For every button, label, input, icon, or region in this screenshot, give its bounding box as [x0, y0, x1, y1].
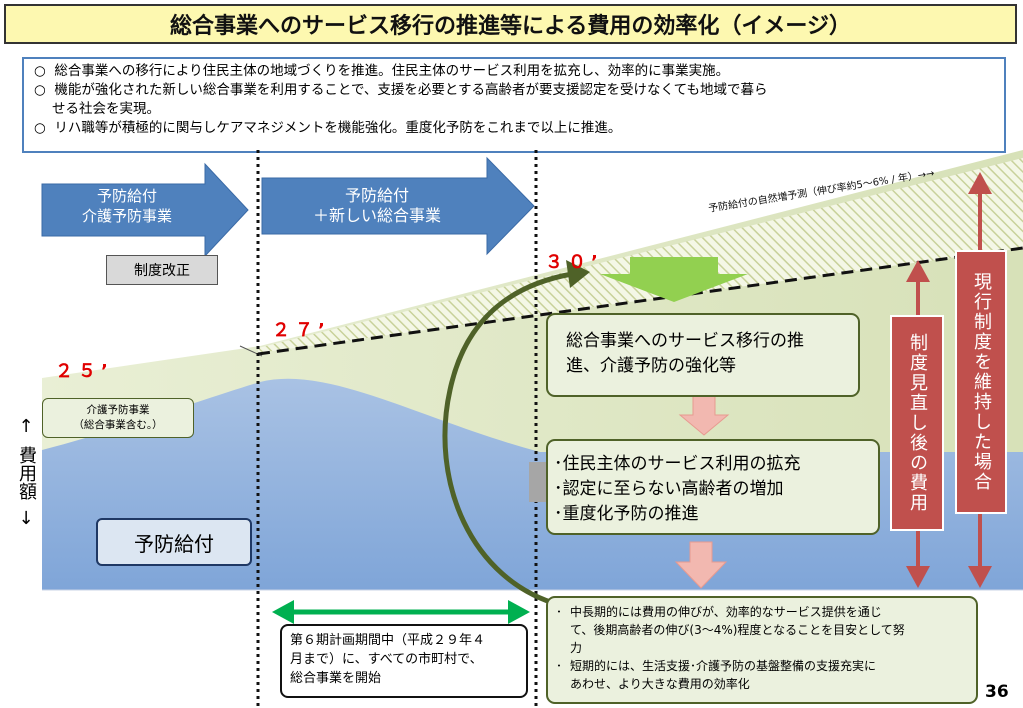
trend-line: [257, 246, 1023, 356]
notes-box: ･ 中長期的には費用の伸びが、効率的なサービス提供を通じ て、後期高齢者の伸び(…: [546, 596, 978, 704]
year-27: ２７’: [272, 320, 330, 341]
arrow-right: [261, 156, 535, 256]
shadow-block: [529, 462, 547, 502]
pink-arrow-1: [678, 394, 730, 436]
trend-hatch-band: [258, 158, 1023, 353]
year-30: ３０’: [545, 252, 603, 273]
arrow-left: [41, 162, 249, 258]
intro-text-1: 総合事業への移行により住民主体の地域づくりを推進。住民主体のサービス利用を拡充し…: [54, 63, 730, 79]
page-title: 総合事業へのサービス移行の推進等による費用の効率化（イメージ）: [4, 4, 1017, 44]
curved-arrow: [442, 271, 573, 608]
intro-line-3: ○ リハ職等が積極的に関与しケアマネジメントを機能強化。重度化予防をこれまで以上…: [34, 119, 994, 138]
reform-label: 制度改正: [106, 255, 218, 285]
cost-axis: ↑ 費用額 ↓: [14, 416, 38, 530]
note-1: ･ 中長期的には費用の伸びが、効率的なサービス提供を通じ て、後期高齢者の伸び(…: [556, 605, 905, 655]
reduction-arrow: [600, 257, 748, 302]
axis-up-arrow: ↑: [18, 416, 34, 437]
axis-label: 費用額: [16, 446, 37, 500]
bullet: ○: [34, 63, 46, 79]
note-2: ･ 短期的には、生活支援･介護予防の基盤整備の支援充実に あわせ、より大きな費用…: [556, 659, 877, 691]
prevention-program-box: 介護予防事業 （総合事業含む。）: [42, 398, 194, 438]
bullet: ○: [34, 120, 46, 136]
intro-text-3: リハ職等が積極的に関与しケアマネジメントを機能強化。重度化予防をこれまで以上に推…: [54, 120, 622, 136]
curved-arrow-head: [566, 260, 590, 288]
intro-line-2: ○ 機能が強化された新しい総合事業を利用することで、支援を必要とする高齢者が要支…: [34, 81, 994, 100]
after-review-label: 制度見直し後の費用: [890, 315, 944, 531]
intro-line-2b: せる社会を実現。: [52, 101, 160, 117]
step1-box: 総合事業へのサービス移行の推 進、介護予防の強化等: [546, 313, 860, 397]
current-system-label: 現行制度を維持した場合: [955, 250, 1007, 514]
intro-line-1: ○ 総合事業への移行により住民主体の地域づくりを推進。住民主体のサービス利用を拡…: [34, 62, 994, 81]
year-25: ２５’: [55, 361, 113, 382]
intro-text-2a: 機能が強化された新しい総合事業を利用することで、支援を必要とする高齢者が要支援認…: [54, 82, 768, 98]
bullet: ○: [34, 82, 46, 98]
axis-down-arrow: ↓: [18, 508, 34, 529]
page-number: 36: [985, 682, 1009, 702]
period-box: 第６期計画期間中（平成２９年４ 月まで）に、すべての市町村で、 総合事業を開始: [280, 624, 528, 698]
page-title-text: 総合事業へのサービス移行の推進等による費用の効率化（イメージ）: [170, 14, 851, 39]
intro-box: ○ 総合事業への移行により住民主体の地域づくりを推進。住民主体のサービス利用を拡…: [22, 57, 1006, 153]
prevention-benefit-box: 予防給付: [96, 518, 252, 566]
arrow-right-label: 予防給付 ＋新しい総合事業: [312, 186, 441, 225]
pink-arrow-2: [674, 541, 728, 589]
arrow-left-label: 予防給付 介護予防事業: [81, 187, 172, 225]
step2-box: ･住民主体のサービス利用の拡充 ･認定に至らない高齢者の増加 ･重度化予防の推進: [546, 439, 880, 535]
